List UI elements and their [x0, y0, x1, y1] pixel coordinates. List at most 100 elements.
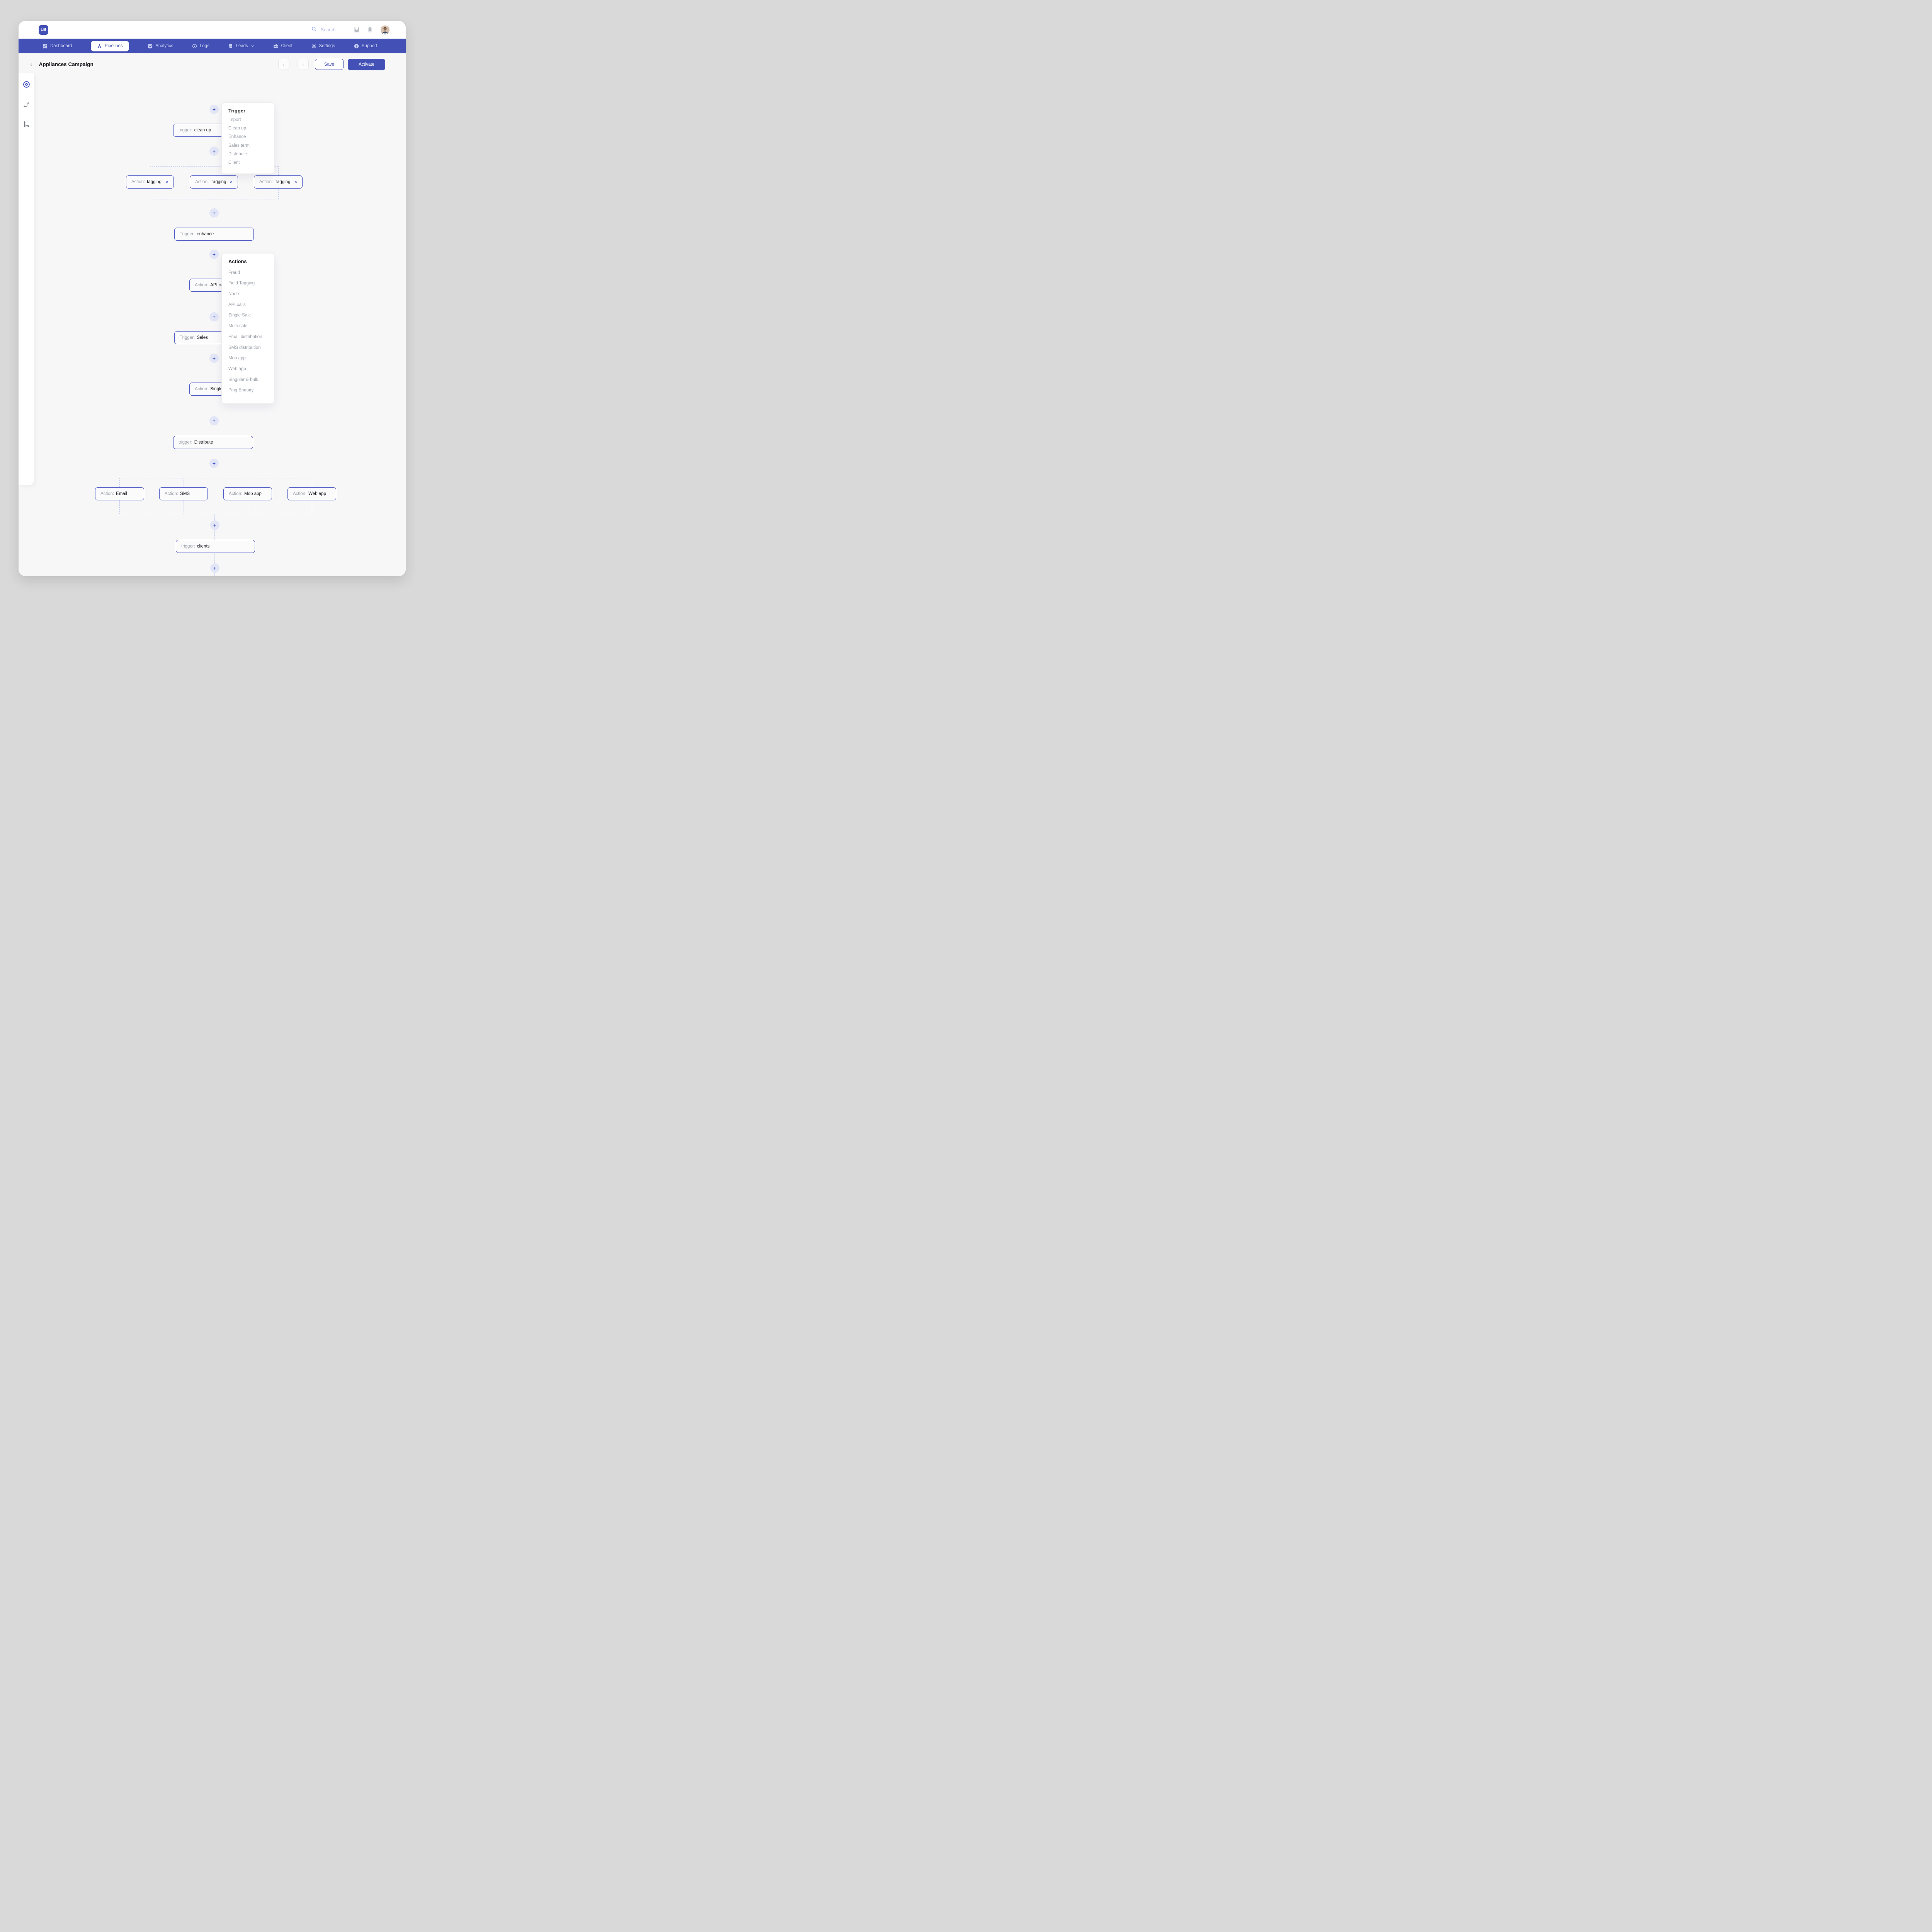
- user-avatar[interactable]: [381, 25, 389, 34]
- next-button[interactable]: ›: [297, 59, 309, 70]
- add-step-button[interactable]: +: [209, 416, 219, 425]
- nav-item-dashboard[interactable]: Dashboard: [43, 44, 72, 49]
- search-label: Search: [320, 27, 335, 32]
- route-arrow-icon: [23, 102, 29, 107]
- menu-item-sms-distribution[interactable]: SMS distribution: [228, 345, 261, 350]
- node-label: Trigger:: [180, 335, 195, 340]
- add-step-button[interactable]: +: [210, 563, 219, 573]
- nav-item-analytics[interactable]: Analytics: [148, 44, 173, 49]
- connector: [278, 166, 279, 175]
- menu-item-singular-bulk[interactable]: Singular & bulk: [228, 377, 259, 382]
- chevron-down-icon: [251, 44, 255, 48]
- nav-label: Support: [361, 44, 377, 48]
- action-node-tagging-3[interactable]: Action: Tagging ×: [254, 175, 303, 189]
- actions-menu-title: Actions: [228, 259, 247, 264]
- question-circle-icon: ?: [354, 44, 359, 49]
- add-step-button[interactable]: +: [209, 208, 219, 218]
- save-button[interactable]: Save: [315, 59, 344, 70]
- menu-item-fraud[interactable]: Fraud: [228, 270, 240, 275]
- node-value: Tagging: [275, 180, 291, 184]
- menu-item-field-tagging[interactable]: Field Tagging: [228, 281, 255, 286]
- action-node-email[interactable]: Action: Email: [95, 487, 144, 500]
- menu-item-multi-sale[interactable]: Multi-sale: [228, 324, 248, 329]
- notifications-bell-icon[interactable]: [367, 27, 373, 33]
- add-step-button[interactable]: +: [210, 520, 219, 530]
- nav-label: Client: [281, 44, 293, 48]
- sidebar-item-route[interactable]: [19, 97, 34, 111]
- page-title: Appliances Campaign: [39, 61, 94, 67]
- trigger-node-clients[interactable]: trigger: clients: [176, 540, 255, 553]
- action-node-sms[interactable]: Action: SMS: [159, 487, 208, 500]
- toolbar-buttons: ‹ › Save Activate: [278, 58, 385, 70]
- menu-item-import[interactable]: Import: [228, 117, 241, 122]
- action-node-tagging-1[interactable]: Action: tagging ×: [126, 175, 174, 189]
- inbox-tray-icon[interactable]: [354, 27, 360, 33]
- nav-item-support[interactable]: ? Support: [354, 44, 377, 49]
- git-branch-icon: [24, 121, 29, 127]
- close-icon[interactable]: ×: [230, 179, 233, 185]
- menu-item-web-app[interactable]: Web app: [228, 366, 246, 371]
- add-step-button[interactable]: +: [209, 250, 219, 259]
- connector: [214, 514, 215, 520]
- node-label: Action:: [229, 492, 243, 496]
- nav-item-pipelines[interactable]: Pipelines: [90, 41, 129, 51]
- top-bar: LB Search: [19, 21, 406, 39]
- sidebar-item-target[interactable]: [19, 77, 34, 91]
- add-step-button[interactable]: +: [209, 354, 219, 363]
- nav-label: Dashboard: [50, 44, 72, 48]
- app-logo: LB: [39, 25, 48, 35]
- back-chevron-icon[interactable]: ‹: [30, 61, 32, 68]
- nav-label: Settings: [319, 44, 335, 48]
- main-nav: Dashboard Pipelines Analytics Logs Leads: [19, 39, 406, 53]
- trigger-node-distribute[interactable]: trigger: Distribute: [173, 436, 253, 449]
- menu-item-api-calls[interactable]: API calls: [228, 302, 246, 307]
- menu-item-distribute[interactable]: Distribute: [228, 151, 247, 156]
- list-icon: [228, 44, 233, 49]
- node-value: SMS: [180, 492, 190, 496]
- add-step-button[interactable]: +: [209, 312, 219, 321]
- node-label: Action:: [100, 492, 114, 496]
- connector: [278, 188, 279, 199]
- activate-button[interactable]: Activate: [348, 58, 385, 70]
- menu-item-email-distribution[interactable]: Email distribution: [228, 334, 262, 339]
- menu-item-ping-enquiry[interactable]: Ping Enquiry: [228, 388, 254, 393]
- menu-item-clean-up[interactable]: Clean up: [228, 126, 247, 131]
- trend-icon: [148, 44, 153, 49]
- search-control[interactable]: Search: [311, 26, 335, 34]
- menu-item-mob-app[interactable]: Mob app: [228, 356, 246, 361]
- actions-menu-list: Fraud Field Tagging Node API calls Singl…: [228, 264, 270, 400]
- briefcase-icon: [273, 44, 278, 49]
- action-node-web-app[interactable]: Action: Web app: [287, 487, 336, 500]
- trigger-node-enhance[interactable]: Trigger: enhance: [174, 228, 254, 241]
- action-node-mob-app[interactable]: Action: Mob app: [223, 487, 272, 500]
- node-value: clients: [197, 544, 210, 549]
- connector: [214, 530, 215, 540]
- tools-sidebar: [19, 73, 34, 485]
- nav-item-leads[interactable]: Leads: [228, 44, 254, 49]
- close-icon[interactable]: ×: [294, 179, 297, 185]
- node-label: Action:: [259, 180, 273, 184]
- action-node-tagging-2[interactable]: Action: Tagging ×: [190, 175, 238, 189]
- node-value: Mob app: [244, 492, 262, 496]
- add-step-button[interactable]: +: [209, 459, 219, 468]
- add-step-button[interactable]: +: [209, 105, 219, 114]
- add-step-button[interactable]: +: [209, 146, 219, 156]
- node-value: Email: [116, 492, 127, 496]
- sidebar-item-branch[interactable]: [19, 117, 34, 131]
- menu-item-single-sale[interactable]: Single Sale: [228, 313, 251, 318]
- nav-item-settings[interactable]: Settings: [311, 44, 335, 49]
- menu-item-enhance[interactable]: Enhance: [228, 134, 246, 139]
- prev-button[interactable]: ‹: [278, 59, 289, 70]
- menu-item-sales-term[interactable]: Sales term: [228, 143, 250, 148]
- node-value: tagging: [147, 180, 162, 184]
- svg-text:?: ?: [355, 44, 357, 48]
- nav-item-logs[interactable]: Logs: [192, 44, 209, 49]
- menu-item-node[interactable]: Node: [228, 292, 239, 297]
- close-icon[interactable]: ×: [165, 179, 168, 185]
- connector: [119, 478, 120, 487]
- node-value: Sales: [197, 335, 208, 340]
- node-label: trigger:: [179, 440, 192, 445]
- trigger-menu-title: Trigger: [228, 108, 246, 114]
- nav-item-client[interactable]: Client: [273, 44, 293, 49]
- menu-item-client[interactable]: Client: [228, 160, 240, 165]
